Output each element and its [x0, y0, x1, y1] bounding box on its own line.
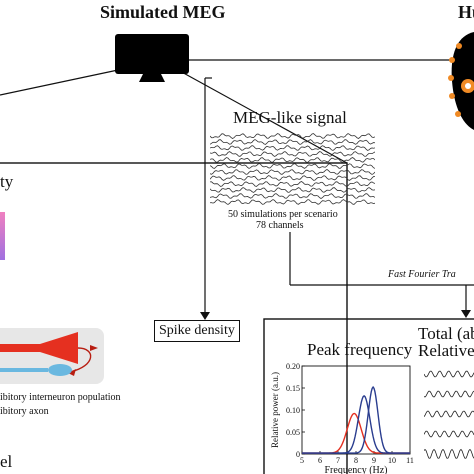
right-title-line1: Total (ab — [418, 324, 474, 343]
series-line-3 — [302, 385, 410, 454]
meg-trace — [210, 175, 375, 181]
meg-signal-label: MEG-like signal — [233, 108, 347, 127]
x-tick-label: 5 — [300, 456, 304, 465]
x-axis-label: Frequency (Hz) — [324, 465, 387, 474]
x-tick-label: 9 — [372, 456, 376, 465]
x-tick-label: 8 — [354, 456, 358, 465]
neuron-diagram — [0, 328, 104, 384]
head-fragment-icon — [448, 32, 474, 130]
x-tick-label: 10 — [388, 456, 396, 465]
x-tick-label: 6 — [318, 456, 322, 465]
connector-right-diagonal — [177, 69, 348, 164]
left-panel-fragment-top: ty — [0, 172, 14, 191]
colorbar-fragment — [0, 212, 5, 260]
meg-trace — [210, 187, 375, 193]
meg-signal-traces — [210, 133, 375, 205]
plot-area — [301, 365, 411, 455]
meg-caption-simulations: 50 simulations per scenario — [228, 209, 338, 220]
meg-trace — [210, 139, 375, 145]
left-panel-fragment-bottom: el — [0, 452, 13, 471]
spike-density-box: Spike density — [154, 320, 240, 342]
fft-label: Fast Fourier Tra — [388, 269, 456, 280]
legend-interneuron: ibitory interneuron population — [0, 392, 121, 403]
right-title-fragment: Hu — [458, 2, 474, 22]
relative-trace — [424, 390, 474, 398]
y-tick-label: 0.15 — [286, 384, 300, 393]
meg-trace — [210, 145, 375, 151]
meg-trace — [210, 169, 375, 175]
y-axis-label: Relative power (a.u.) — [270, 372, 280, 448]
meg-trace — [210, 133, 375, 139]
y-tick-label: 0.20 — [286, 362, 300, 371]
meg-trace — [210, 193, 375, 199]
page-title: Simulated MEG — [100, 2, 226, 22]
relative-trace — [424, 410, 474, 418]
meg-trace — [210, 157, 375, 163]
series-line-2 — [302, 395, 410, 454]
x-tick-label: 11 — [406, 456, 414, 465]
meg-caption-channels: 78 channels — [256, 220, 304, 231]
y-tick-label: 0.10 — [286, 406, 300, 415]
relative-trace — [424, 448, 474, 459]
peak-frequency-title: Peak frequency — [307, 340, 413, 359]
connector-left — [0, 69, 119, 96]
meg-trace — [210, 163, 375, 169]
relative-trace — [424, 430, 474, 438]
x-tick-label: 7 — [336, 456, 340, 465]
arrow-fft — [461, 310, 471, 318]
relative-traces — [424, 370, 474, 459]
right-title-line2: Relative — [418, 341, 474, 360]
y-tick-label: 0 — [296, 450, 300, 459]
meg-trace — [210, 181, 375, 187]
meg-trace — [210, 199, 375, 205]
arrow-spike-density — [200, 312, 210, 320]
y-tick-label: 0.05 — [286, 428, 300, 437]
legend-axon: ibitory axon — [0, 406, 49, 417]
spectrum-panel-frame — [263, 318, 474, 474]
meg-trace — [210, 151, 375, 157]
relative-trace — [424, 370, 474, 378]
monitor-icon — [115, 34, 189, 82]
